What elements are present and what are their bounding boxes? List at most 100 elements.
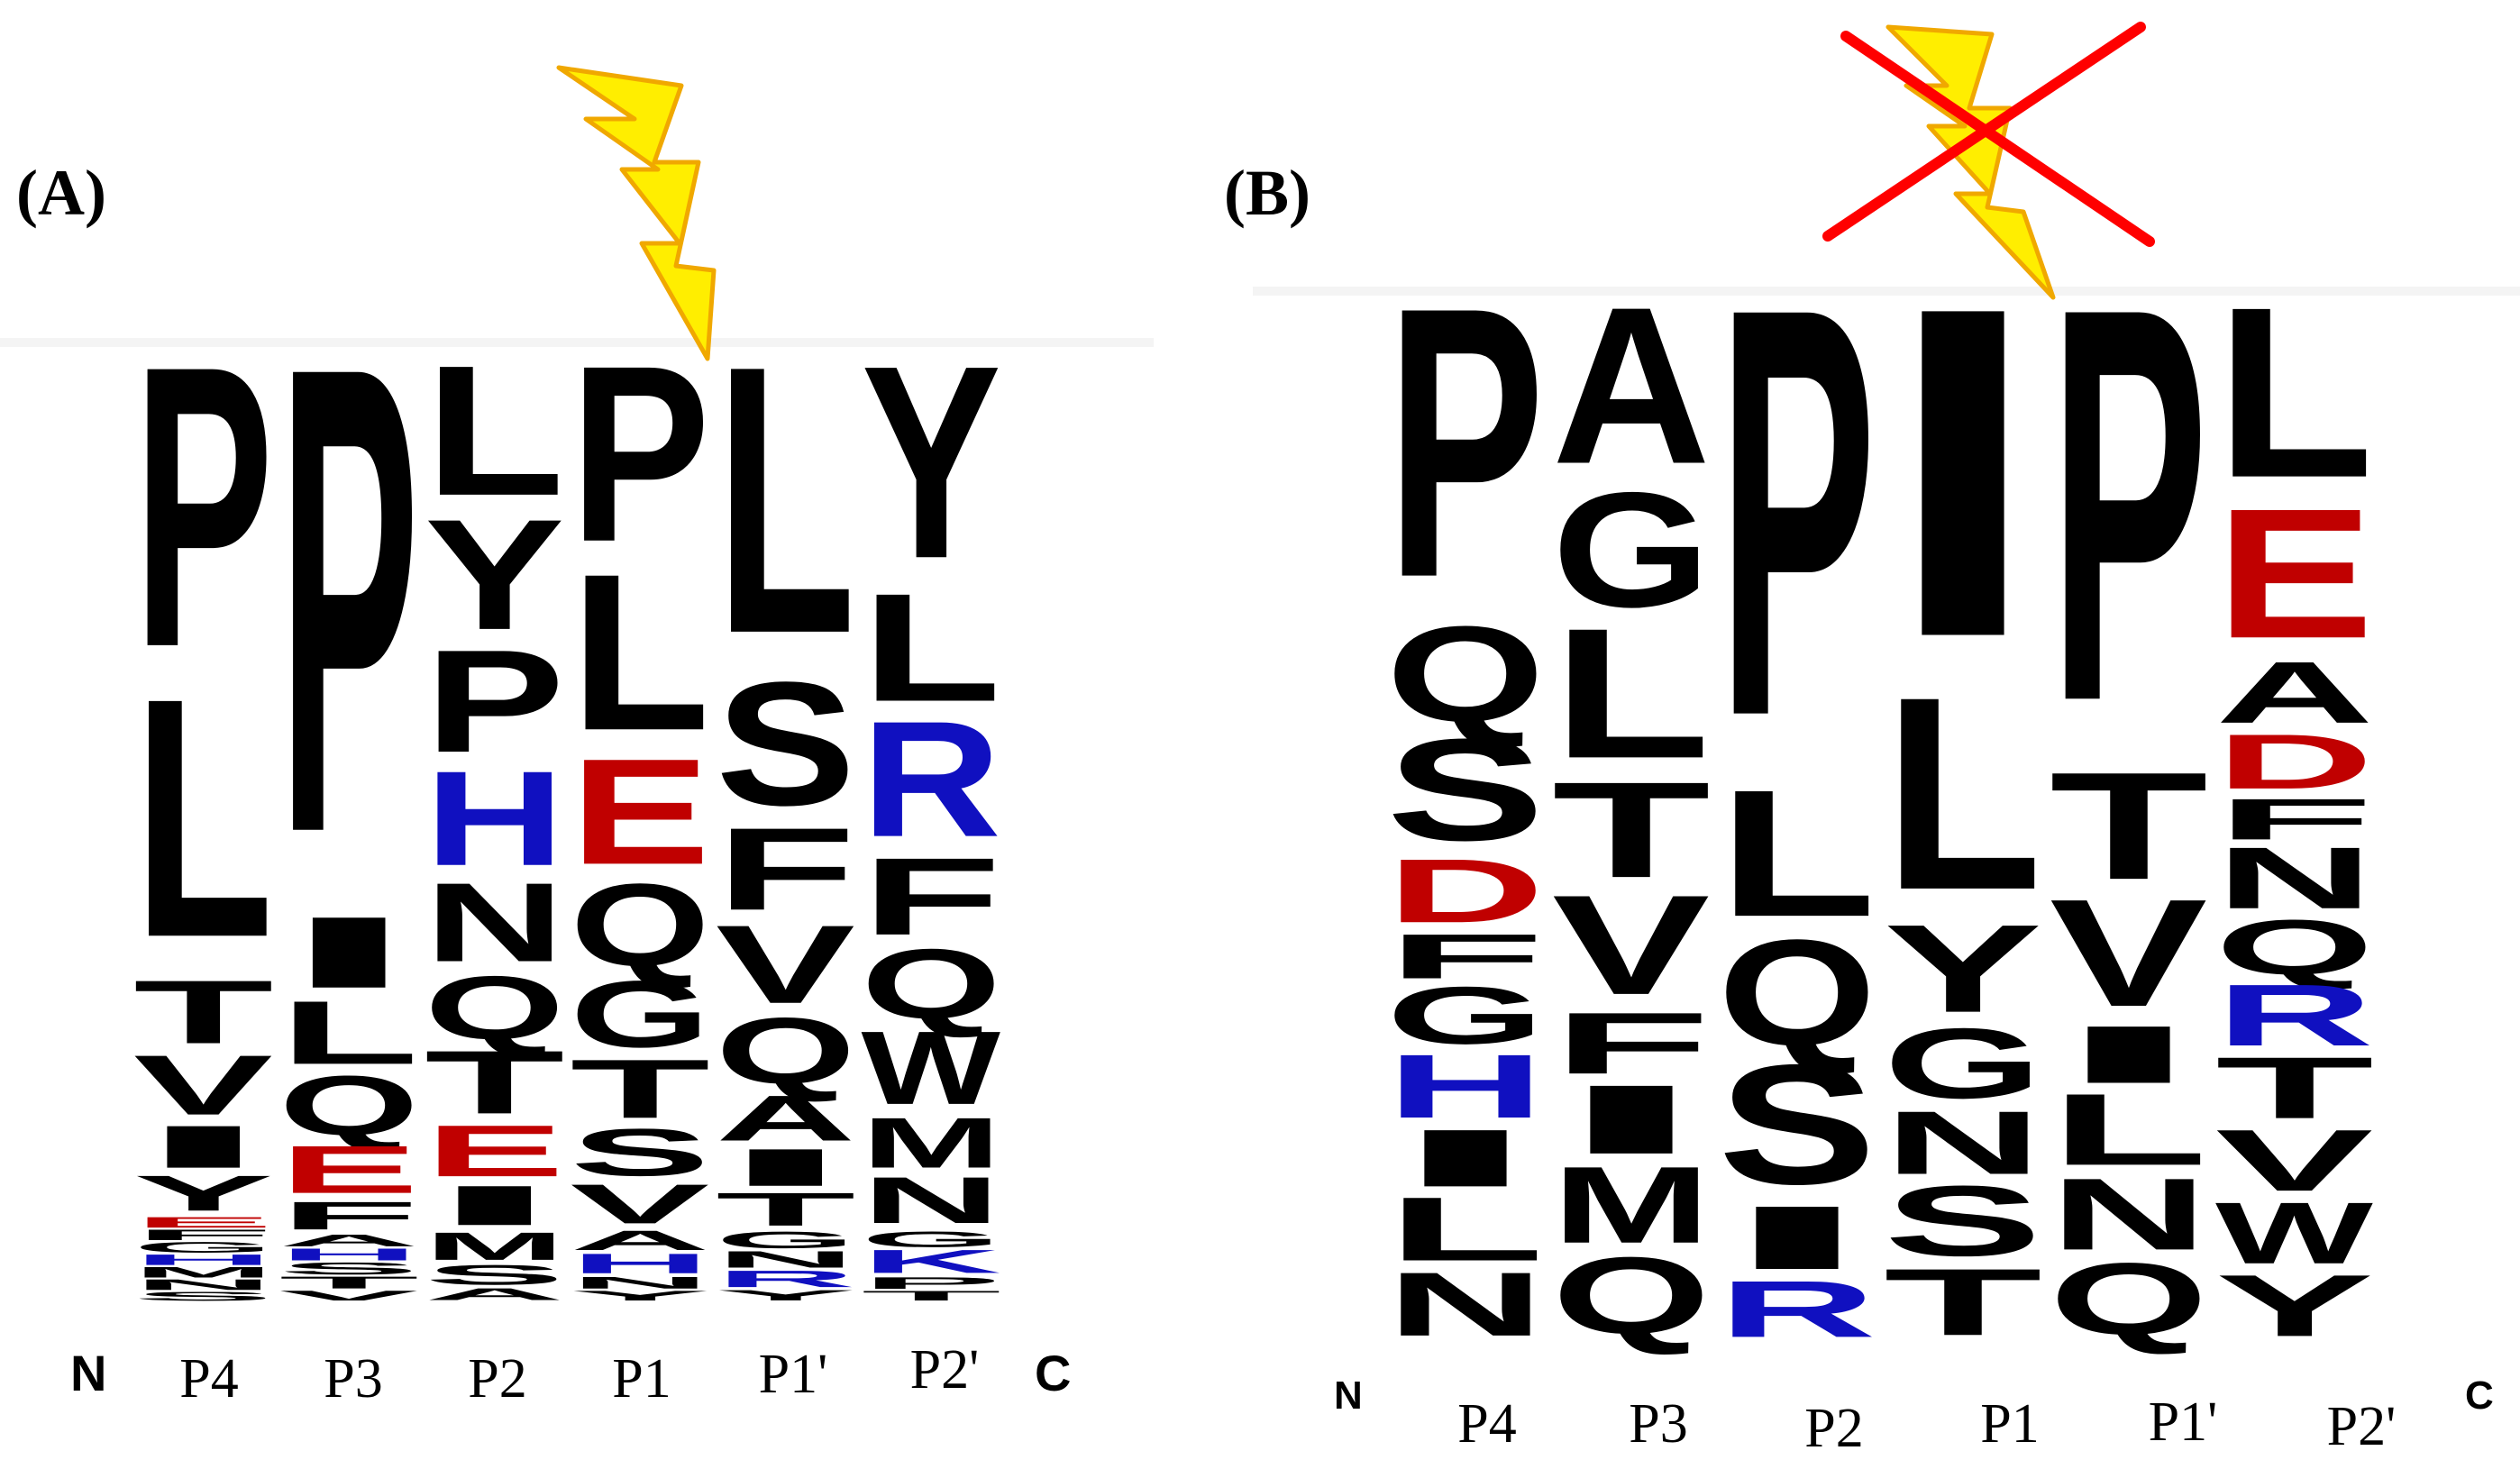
- logo-letter-l: L: [279, 982, 419, 1083]
- logo-letter-t: T: [571, 1042, 710, 1136]
- logo-letter-n: N: [1386, 1254, 1545, 1355]
- logo-letter-h: H: [133, 1252, 273, 1269]
- position-label-p4: P4: [179, 1348, 238, 1410]
- logo-letter-r: R: [862, 688, 1001, 871]
- logo-letter-t: T: [1552, 753, 1711, 906]
- logo-letter-l: L: [1386, 1179, 1545, 1280]
- logo-letter-v: V: [2215, 1111, 2373, 1209]
- position-label-p1prime: P1': [759, 1344, 828, 1405]
- logo-letter-m: M: [862, 1103, 1001, 1183]
- logo-letter-h: H: [425, 744, 564, 894]
- logo-letter-f: F: [862, 835, 1001, 958]
- n-terminus-label: N: [70, 1345, 106, 1401]
- n-terminus-label: N: [1334, 1373, 1363, 1418]
- logo-letter-p: P: [279, 228, 419, 972]
- c-terminus-label: C: [2465, 1373, 2494, 1418]
- logo-letter-n: N: [425, 860, 564, 985]
- logo-letter-h: H: [1386, 1036, 1545, 1137]
- logo-letter-a: A: [571, 1225, 711, 1256]
- logo-letter-f: F: [716, 803, 855, 935]
- logo-letter-n: N: [2050, 1157, 2208, 1271]
- logo-letter-y: Y: [571, 1288, 710, 1303]
- logo-letter-i: I: [279, 896, 419, 1009]
- logo-letter-n: N: [1884, 1092, 2042, 1193]
- logo-letter-n: N: [571, 1273, 710, 1292]
- logo-letter-q: Q: [2215, 904, 2374, 990]
- logo-letter-e: E: [425, 1110, 564, 1192]
- position-label-p3: P3: [1629, 1393, 1687, 1455]
- logo-letter-h: H: [279, 1245, 420, 1264]
- logo-letter-d: D: [2215, 717, 2374, 805]
- logo-letter-h: H: [571, 1248, 711, 1280]
- logo-letter-i: I: [133, 1113, 273, 1181]
- logo-letter-f: F: [1386, 921, 1545, 992]
- logo-letter-q: Q: [425, 958, 564, 1058]
- logo-letter-l: L: [1552, 590, 1711, 798]
- logo-letter-e: E: [571, 727, 710, 896]
- logo-letter-v: V: [2050, 867, 2207, 1038]
- logo-letter-p: P: [425, 619, 565, 783]
- logo-letter-n: N: [2215, 829, 2374, 926]
- cross-line-icon: [1822, 22, 2146, 242]
- logo-letter-n: N: [133, 1276, 273, 1293]
- logo-letter-f: F: [279, 1193, 419, 1237]
- position-label-p2: P2: [468, 1348, 526, 1410]
- position-label-p2prime: P2': [910, 1339, 980, 1401]
- logo-letter-t: T: [1884, 1249, 2042, 1355]
- logo-letter-f: F: [2215, 787, 2374, 852]
- logo-letter-i: I: [1884, 209, 2042, 734]
- logo-letter-a: A: [425, 1285, 564, 1304]
- position-label-p4: P4: [1457, 1393, 1516, 1455]
- logo-letter-t: T: [2050, 741, 2208, 912]
- logo-letter-g: G: [862, 1227, 1001, 1252]
- logo-letter-e: E: [133, 1214, 273, 1231]
- logo-letter-m: M: [425, 1224, 564, 1268]
- logo-letter-p: P: [862, 1273, 1002, 1291]
- position-label-p1: P1: [1980, 1393, 2039, 1455]
- logo-letter-l: L: [425, 327, 564, 534]
- c-terminus-label: C: [1035, 1345, 1071, 1401]
- logo-letter-q: Q: [716, 999, 855, 1103]
- logo-letter-w: W: [862, 1010, 1001, 1127]
- logo-letter-a: A: [1552, 260, 1711, 511]
- logo-letter-q: Q: [279, 1059, 419, 1154]
- logo-letter-y: Y: [133, 1165, 274, 1221]
- logo-letter-y: Y: [716, 1287, 855, 1303]
- cross-line-icon: [1840, 31, 2155, 247]
- logo-letter-p: P: [1386, 227, 1545, 658]
- logo-letter-q: Q: [1552, 1235, 1711, 1356]
- logo-letter-s: S: [1386, 709, 1545, 871]
- logo-letter-k: K: [862, 1243, 1001, 1280]
- logo-letter-g: G: [716, 1227, 855, 1253]
- logo-letter-l: L: [716, 287, 855, 714]
- logo-letter-p: P: [1718, 186, 1876, 837]
- position-label-p2prime: P2': [2327, 1396, 2397, 1457]
- logo-letter-p: P: [571, 314, 710, 594]
- logo-letter-t: T: [133, 962, 273, 1063]
- logo-letter-i: I: [1552, 1064, 1711, 1174]
- logo-letter-f: F: [133, 1227, 273, 1244]
- sequence-logo-b: PQSDFGHILNAGLTVFIMQPLQSIRILYGNSTPTVILNQL…: [1386, 186, 2374, 1356]
- logo-letter-l: L: [571, 528, 710, 777]
- logo-letter-g: G: [1552, 459, 1711, 642]
- logo-letter-q: Q: [2050, 1242, 2208, 1356]
- logo-letter-r: R: [2215, 966, 2374, 1063]
- logo-letter-i: I: [425, 1174, 564, 1237]
- logo-letter-d: D: [1386, 840, 1545, 942]
- logo-letter-m: M: [133, 1264, 273, 1281]
- panel-a-top-band: [0, 338, 1154, 347]
- position-label-p1: P1: [612, 1348, 671, 1410]
- logo-letter-q: Q: [1386, 598, 1545, 750]
- logo-letter-q: Q: [862, 929, 1001, 1040]
- logo-letter-l: L: [133, 628, 273, 1008]
- logo-letter-s: S: [279, 1259, 419, 1278]
- panel-b-top-band: [1253, 287, 2520, 296]
- logo-letter-a: A: [716, 1082, 855, 1154]
- logo-letter-n: N: [862, 1163, 1001, 1237]
- logo-letter-i: I: [1386, 1113, 1545, 1204]
- logo-letter-s: S: [1884, 1165, 2042, 1277]
- logo-letter-l: L: [2050, 1072, 2208, 1186]
- logo-letter-p: P: [2050, 192, 2208, 818]
- logo-letter-v: V: [1552, 865, 1710, 1024]
